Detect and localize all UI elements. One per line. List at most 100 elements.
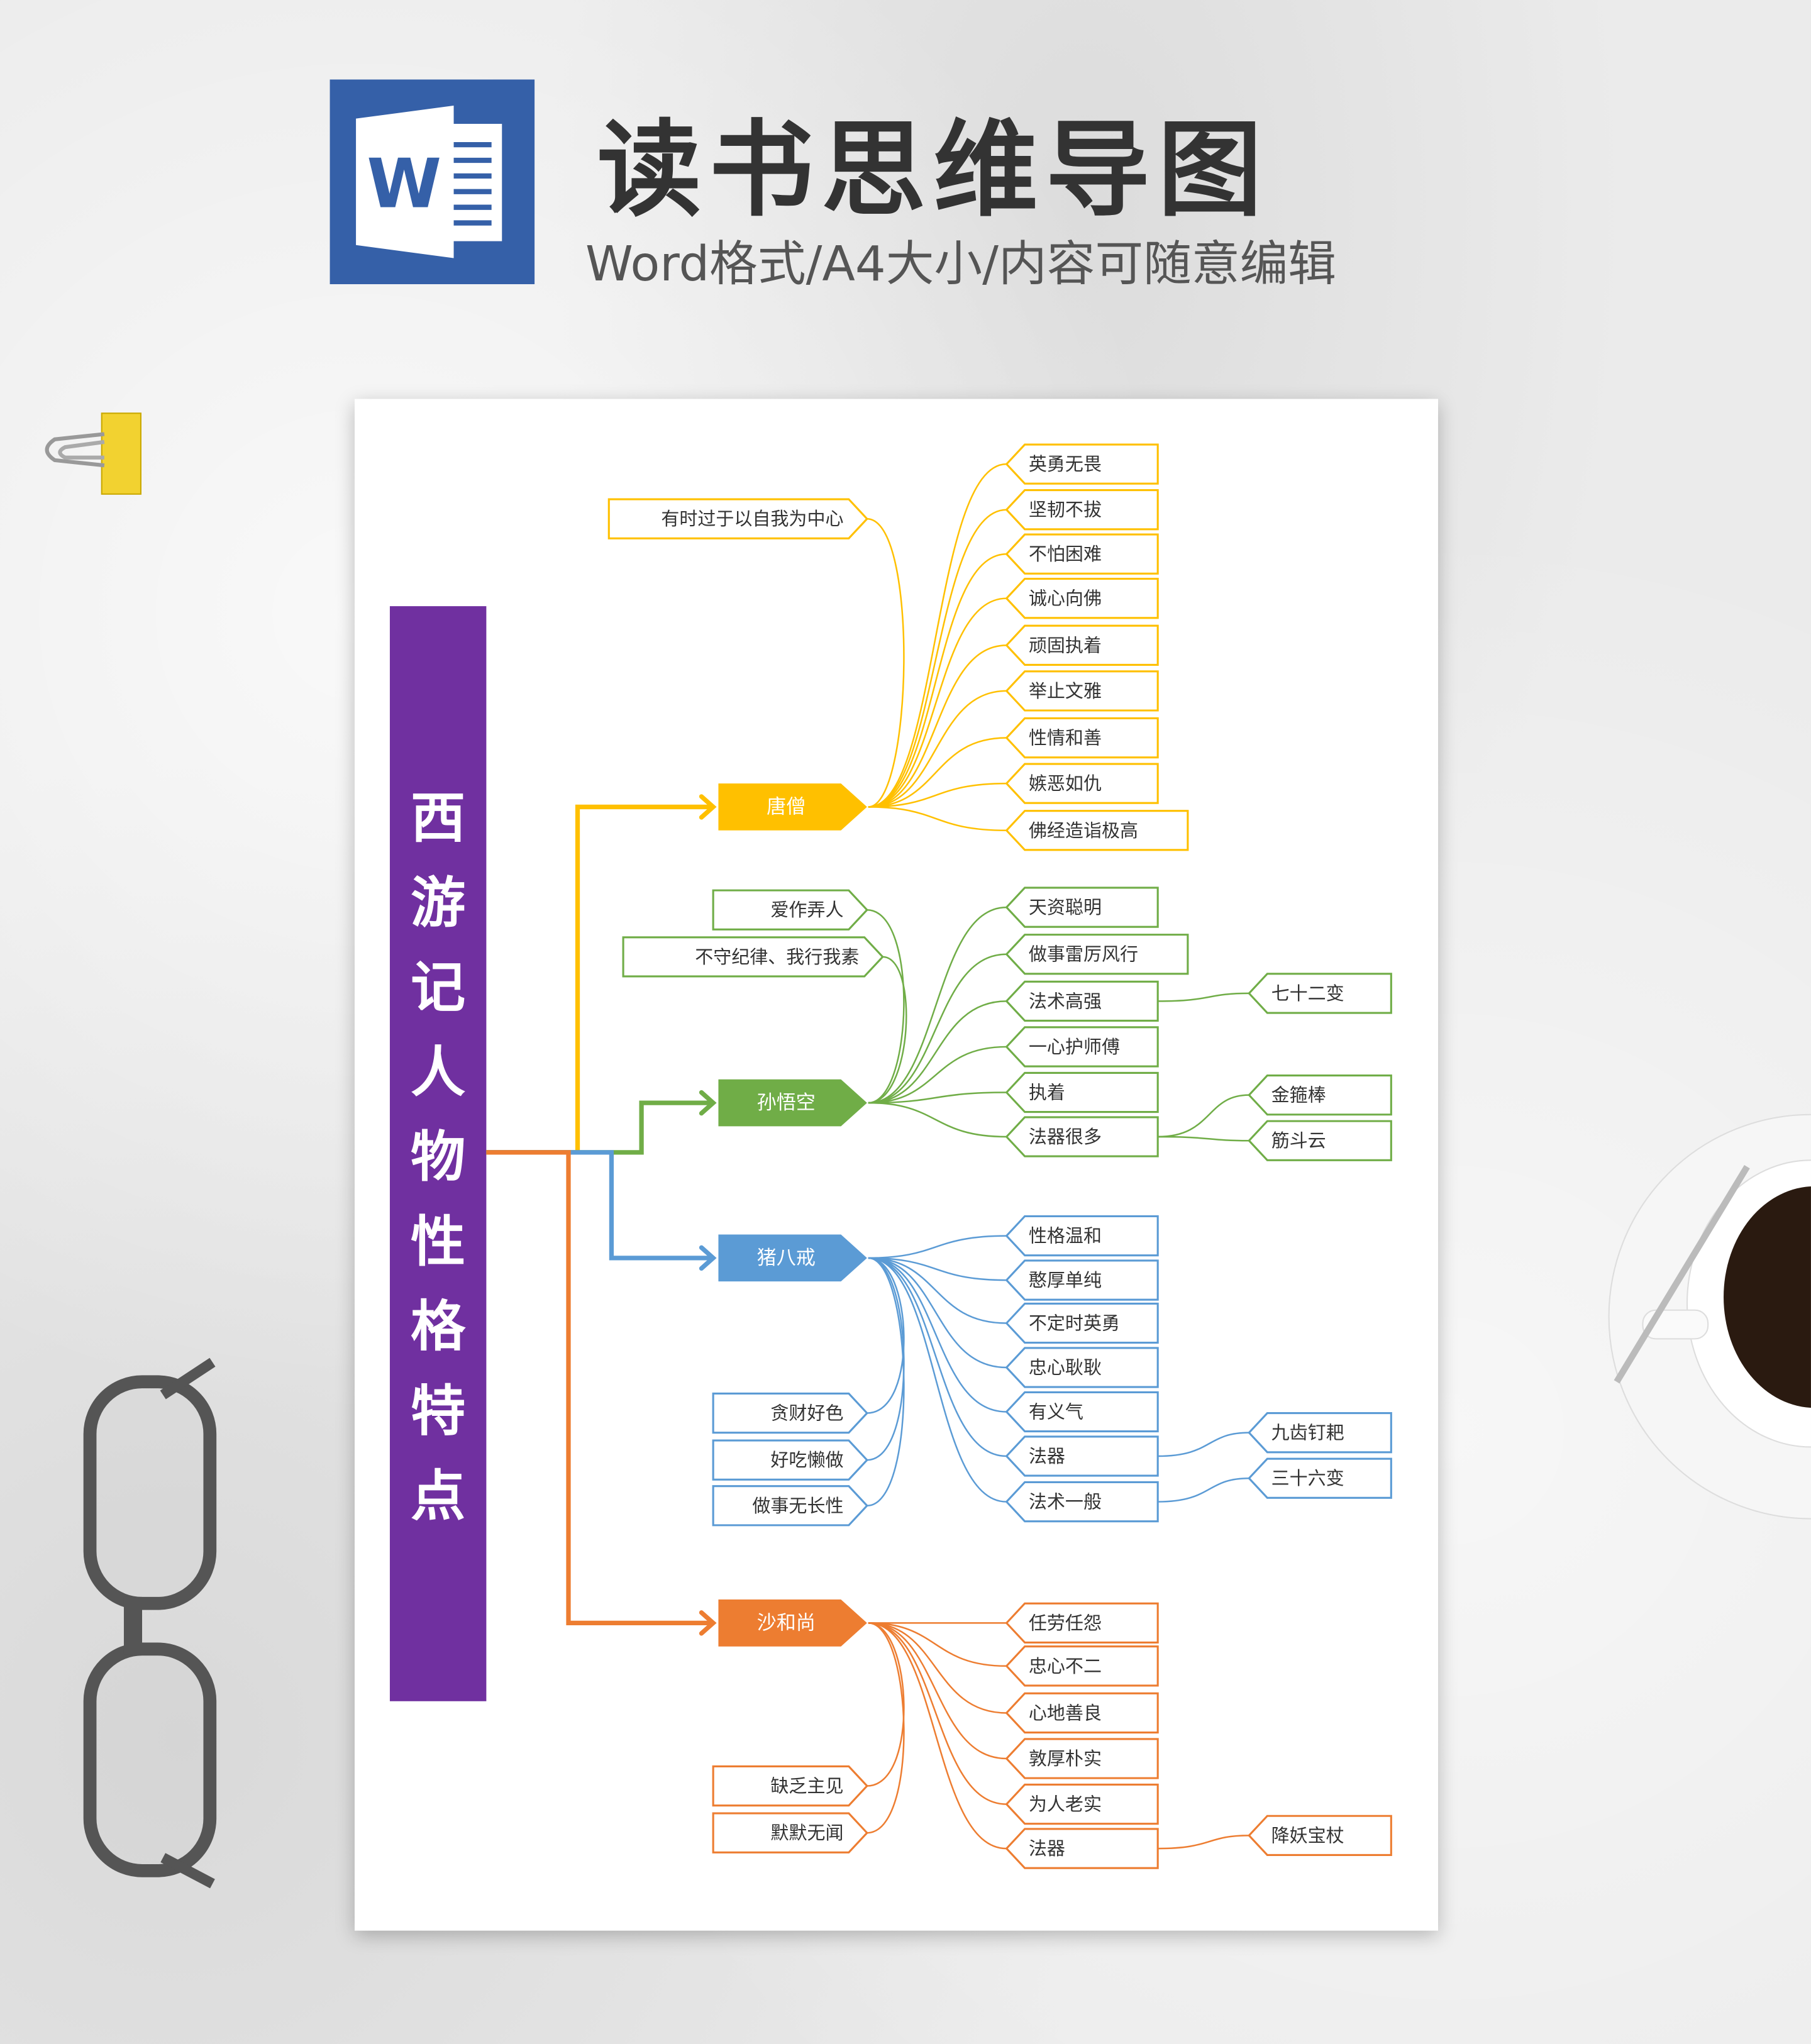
leaf-connector (868, 1257, 1007, 1457)
trait-node[interactable] (1005, 1783, 1159, 1825)
trait-node[interactable] (1005, 443, 1159, 485)
trait-node[interactable] (1005, 489, 1159, 531)
weakness-label: 贪财好色 (770, 1403, 843, 1424)
trait-node[interactable] (1005, 624, 1159, 666)
sub-trait-label: 三十六变 (1271, 1467, 1344, 1489)
trait-label: 性情和善 (1029, 727, 1102, 749)
branch-node-1[interactable] (718, 783, 867, 831)
branch-connector (486, 1100, 712, 1155)
sub-connector (1158, 1135, 1249, 1142)
leaf-connector (867, 1622, 905, 1787)
sub-trait-node[interactable] (1248, 1815, 1392, 1857)
leaf-connector (868, 1235, 1007, 1259)
weakness-node[interactable] (607, 498, 868, 539)
trait-node[interactable] (1005, 763, 1159, 804)
leaf-connector (868, 782, 1007, 808)
trait-label: 心地善良 (1029, 1702, 1102, 1723)
leaf-connector (867, 1257, 905, 1461)
trait-label: 任劳任怨 (1029, 1612, 1102, 1633)
leaf-connector (868, 1000, 1007, 1104)
weakness-node[interactable] (712, 1485, 868, 1527)
trait-node[interactable] (1005, 810, 1189, 851)
leaf-connector (868, 553, 1007, 808)
leaf-connector (868, 737, 1007, 808)
root-title-char: 西 (411, 786, 466, 850)
leaf-connector (867, 909, 905, 1104)
root-title-char: 特 (411, 1379, 466, 1444)
leaf-connector (867, 517, 905, 808)
leaf-connector (868, 1257, 1007, 1503)
root-title-char: 记 (411, 955, 466, 1020)
sub-trait-node[interactable] (1248, 1457, 1392, 1499)
svg-text:W: W (367, 145, 441, 224)
trait-label: 法器很多 (1029, 1126, 1102, 1147)
weakness-node[interactable] (712, 1812, 868, 1853)
leaf-connector (868, 1622, 1007, 1850)
trait-node[interactable] (1005, 670, 1159, 712)
trait-node[interactable] (1005, 1026, 1159, 1068)
trait-label: 坚韧不拔 (1029, 499, 1102, 521)
weakness-label: 好吃懒做 (770, 1449, 843, 1471)
weakness-node[interactable] (622, 936, 884, 978)
trait-node[interactable] (1005, 1738, 1159, 1779)
trait-node[interactable] (1005, 1692, 1159, 1734)
trait-node[interactable] (1005, 934, 1189, 975)
branch-node-label: 孙悟空 (757, 1091, 816, 1114)
leaf-connector (868, 463, 1007, 808)
branch-node-2[interactable] (718, 1079, 867, 1127)
trait-node[interactable] (1005, 717, 1159, 759)
leaf-connector (868, 806, 1007, 831)
trait-node[interactable] (1005, 1347, 1159, 1388)
trait-label: 为人老实 (1029, 1794, 1102, 1815)
trait-label: 法器 (1029, 1445, 1065, 1467)
weakness-label: 默默无闻 (770, 1822, 843, 1843)
leaf-connector (868, 1257, 1007, 1413)
trait-node[interactable] (1005, 1602, 1159, 1644)
sub-trait-node[interactable] (1248, 1412, 1392, 1454)
trait-label: 不怕困难 (1029, 543, 1102, 565)
trait-node[interactable] (1005, 578, 1159, 619)
trait-label: 不定时英勇 (1029, 1313, 1120, 1334)
sub-trait-node[interactable] (1248, 973, 1392, 1014)
sub-trait-node[interactable] (1248, 1074, 1392, 1116)
weakness-node[interactable] (712, 1392, 868, 1434)
sub-trait-node[interactable] (1248, 1120, 1392, 1161)
leaf-connector (868, 1622, 1007, 1760)
trait-node[interactable] (1005, 1259, 1159, 1301)
trait-label: 一心护师傅 (1029, 1036, 1120, 1058)
weakness-label: 做事无长性 (752, 1495, 843, 1516)
weakness-node[interactable] (712, 1439, 868, 1481)
trait-label: 天资聪明 (1029, 897, 1102, 918)
page-title: 读书思维导图 (597, 109, 1270, 231)
trait-label: 法器 (1029, 1838, 1065, 1859)
trait-label: 执着 (1029, 1082, 1065, 1103)
root-title-char: 游 (411, 871, 466, 935)
trait-node[interactable] (1005, 1645, 1159, 1687)
branch-connector (486, 1150, 712, 1626)
trait-node[interactable] (1005, 1391, 1159, 1433)
leaf-connector (868, 1257, 1007, 1324)
branch-node-label: 沙和尚 (757, 1611, 816, 1634)
weakness-node[interactable] (712, 889, 868, 931)
sub-trait-label: 金箍棒 (1271, 1085, 1326, 1106)
root-node[interactable]: 西游记人物性格特点 (389, 606, 487, 1701)
weakness-node[interactable] (712, 1765, 868, 1807)
trait-node[interactable] (1005, 887, 1159, 928)
weakness-label: 有时过于以自我为中心 (661, 508, 843, 529)
branch-node-4[interactable] (718, 1599, 867, 1647)
trait-label: 忠心耿耿 (1029, 1357, 1102, 1378)
leaf-connector (868, 1091, 1007, 1104)
trait-node[interactable] (1005, 1215, 1159, 1257)
leaf-connector (868, 906, 1007, 1104)
root-title-char: 点 (411, 1464, 466, 1528)
document-paper (354, 399, 1438, 1931)
branch-node-label: 猪八戒 (757, 1247, 816, 1269)
trait-node[interactable] (1005, 533, 1159, 575)
trait-label: 英勇无畏 (1029, 453, 1102, 475)
trait-node[interactable] (1005, 1071, 1159, 1113)
trait-node[interactable] (1005, 1302, 1159, 1344)
branch-node-3[interactable] (718, 1234, 867, 1282)
root-title-char: 格 (411, 1294, 466, 1359)
